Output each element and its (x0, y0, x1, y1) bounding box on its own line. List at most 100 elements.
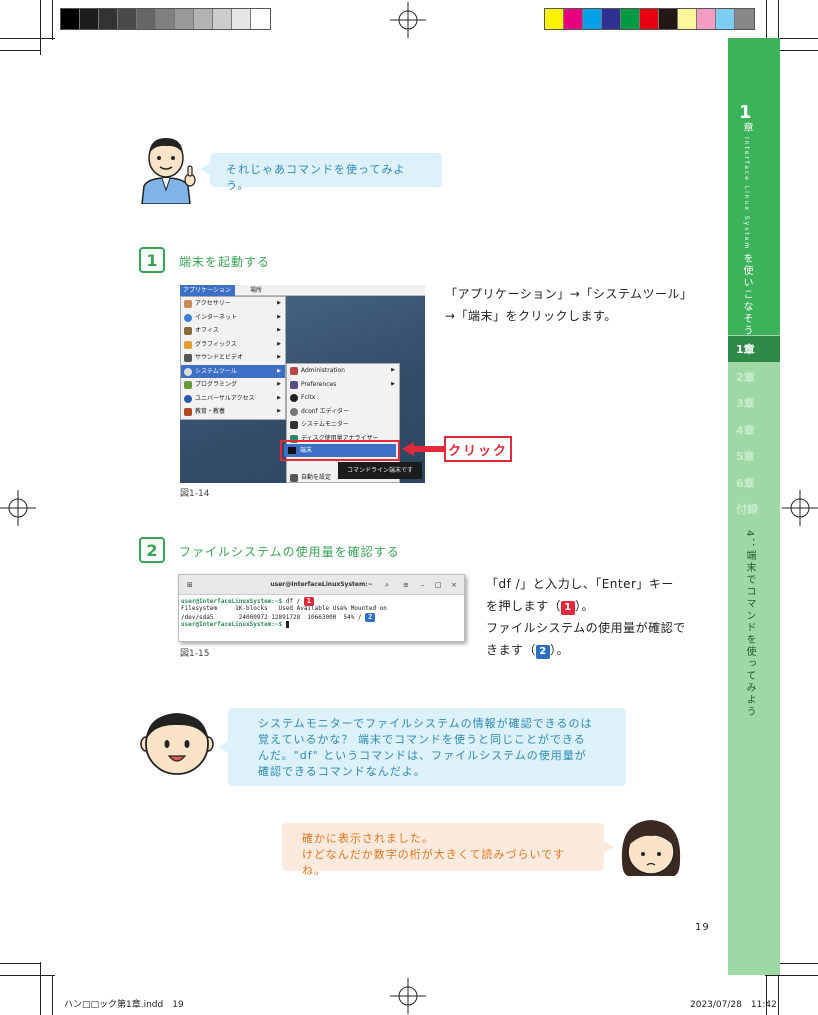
speech-bubble-top: それじゃあコマンドを使ってみよう。 (210, 153, 442, 192)
boy-character-thumbs-up-icon (141, 138, 196, 204)
menu-item-sound-video[interactable]: サウンドとビデオ▶ (181, 351, 285, 365)
bubble-tail-icon (602, 840, 614, 854)
step-2-description-2: ファイルシステムの使用量が確認できます（2）。 (486, 621, 686, 659)
terminal-window-screenshot: ⊞ user@InterfaceLinuxSystem:~ ⌕ ≡ – □ × … (178, 574, 465, 642)
submenu-item-system-monitor[interactable]: システムモニター (287, 418, 399, 432)
side-tab-chapter-4[interactable]: 4章 (736, 424, 755, 437)
top-panel: アプリケーション 場所 (180, 285, 425, 296)
speech-bubble-bottom-line1: 確かに表示されました。 (302, 832, 434, 845)
step-1-badge: 1 (139, 247, 165, 273)
graphics-icon (184, 340, 192, 349)
disk-icon (290, 434, 298, 443)
programming-icon (184, 381, 192, 389)
grayscale-color-bar (60, 8, 271, 30)
marker-2-icon: 2 (536, 645, 551, 659)
submenu-item-hidden[interactable]: 自動を設定 (287, 471, 399, 483)
menu-item-education[interactable]: 教育・教養▶ (181, 405, 285, 419)
page-number: 19 (695, 922, 710, 933)
side-chapter-logo-text: Interface Linux System (743, 137, 750, 251)
process-color-bar (544, 8, 755, 30)
click-callout: クリック (444, 436, 512, 462)
menu-item-programming[interactable]: プログラミング▶ (181, 378, 285, 392)
side-tab-chapter-block (728, 38, 780, 335)
marker-1-icon: 1 (561, 601, 576, 615)
side-chapter-title: 章Interface Linux Systemを使いこなそう (741, 122, 752, 338)
minimize-icon[interactable]: – (421, 581, 425, 589)
menu-item-system-tools[interactable]: システムツール▶ (181, 364, 285, 378)
monitor-icon (290, 421, 298, 429)
side-tab-chapter-3[interactable]: 3章 (736, 397, 755, 410)
registration-mark-icon (782, 490, 818, 526)
figure-caption-1-14: 図1-14 (180, 489, 210, 499)
submenu-item-disk-usage[interactable]: ディスク使用量アナライザー (287, 432, 399, 446)
side-chapter-number: 1 (739, 102, 752, 123)
globe-icon (184, 313, 192, 322)
administration-icon (290, 367, 298, 375)
maximize-icon[interactable]: □ (435, 581, 442, 589)
preferences-icon (290, 380, 298, 389)
slug-timestamp: 2023/07/28 11:42 (690, 1000, 777, 1010)
registration-mark-icon (390, 978, 426, 1014)
step-2-badge: 2 (139, 537, 165, 563)
applications-menu: アクセサリー▶ インターネット▶ オフィス▶ グラフィックス▶ サウンドとビデオ… (180, 296, 286, 420)
terminal-menu-item-highlight[interactable]: 端末 (280, 440, 400, 461)
figure-caption-1-15: 図1-15 (180, 649, 210, 659)
speech-bubble-top-text: それじゃあコマンドを使ってみよう。 (226, 163, 406, 192)
side-tab-chapter-5[interactable]: 5章 (736, 450, 755, 463)
bubble-tail-icon (200, 162, 212, 176)
terminal-line-prompt: user@InterfaceLinuxSystem:~$ (181, 621, 289, 629)
step-1-description: 「アプリケーション」→「システムツール」→「端末」をクリックします。 (445, 287, 687, 323)
speech-bubble-middle: システムモニターでファイルシステムの情報が確認できるのは覚えているかな？ 端末で… (228, 708, 626, 786)
speech-bubble-bottom-line2: けどなんだか数字の桁が大きくて読みづらいですね。 (302, 848, 566, 877)
magnifier-icon (290, 407, 298, 416)
step-2-title: ファイルシステムの使用量を確認する (179, 545, 400, 559)
registration-mark-icon (0, 490, 36, 526)
places-menu-button[interactable]: 場所 (250, 287, 263, 294)
menu-item-universal-access[interactable]: ユニバーサルアクセス▶ (181, 392, 285, 406)
menu-item-graphics[interactable]: グラフィックス▶ (181, 338, 285, 352)
step-1-title: 端末を起動する (179, 255, 271, 269)
girl-character-face-icon (621, 820, 681, 876)
step-2-description-1: 「df /」と入力し、「Enter」キーを押します（1）。 (486, 577, 674, 615)
submenu-item-dconf-editor[interactable]: dconf エディター (287, 405, 399, 419)
side-tab-chapter-2[interactable]: 2章 (736, 371, 755, 384)
sound-video-icon (184, 354, 192, 362)
terminal-line-result: /dev/sda5 24000972 12891728 10663000 54%… (181, 613, 376, 622)
application-menu-screenshot: アプリケーション 場所 アクセサリー▶ インターネット▶ オフィス▶ グラフィッ… (180, 285, 425, 483)
education-icon (184, 408, 192, 416)
submenu-item-administration[interactable]: Administration▶ (287, 364, 399, 378)
menu-item-internet[interactable]: インターネット▶ (181, 311, 285, 325)
submenu-item-preferences[interactable]: Preferences▶ (287, 378, 399, 392)
accessories-icon (184, 300, 192, 308)
menu-item-accessories[interactable]: アクセサリー▶ (181, 297, 285, 311)
search-icon[interactable]: ⌕ (385, 581, 389, 589)
side-tab-chapter-6[interactable]: 6章 (736, 477, 755, 490)
settings-icon (290, 474, 298, 482)
hamburger-menu-icon[interactable]: ≡ (403, 581, 409, 589)
terminal-line-header: Filesystem 1K-blocks Used Available Use%… (181, 605, 387, 612)
marker-1-icon: 1 (303, 597, 314, 606)
terminal-titlebar: ⊞ user@InterfaceLinuxSystem:~ ⌕ ≡ – □ × (179, 575, 464, 595)
applications-menu-button[interactable]: アプリケーション (180, 285, 235, 296)
menu-item-office[interactable]: オフィス▶ (181, 324, 285, 338)
terminal-icon (288, 447, 296, 454)
close-icon[interactable]: × (451, 581, 457, 589)
boy-character-face-icon (140, 713, 214, 775)
penguin-icon (290, 394, 298, 402)
side-section-title: 4：端末でコマンドを使ってみよう (744, 530, 755, 719)
submenu-item-fcitx[interactable]: Fcitx (287, 391, 399, 405)
new-tab-icon[interactable]: ⊞ (187, 581, 193, 589)
terminal-menu-item[interactable]: 端末 (300, 447, 313, 454)
side-tab-current-chapter[interactable]: 1章 (728, 336, 780, 362)
slug-file-info: ハン□□ック第1章.indd 19 (64, 1000, 184, 1010)
bubble-tail-icon (218, 740, 230, 754)
speech-bubble-middle-text: システムモニターでファイルシステムの情報が確認できるのは覚えているかな？ 端末で… (258, 717, 593, 778)
terminal-line-command: user@InterfaceLinuxSystem:~$ df / 1 (181, 597, 314, 606)
marker-2-icon: 2 (365, 613, 376, 622)
gear-icon (184, 367, 192, 376)
terminal-title: user@InterfaceLinuxSystem:~ (270, 581, 373, 588)
side-tab-appendix[interactable]: 付録 (736, 503, 758, 516)
terminal-tooltip: コマンドライン端末です (338, 462, 422, 479)
accessibility-icon (184, 394, 192, 403)
speech-bubble-bottom: 確かに表示されました。 けどなんだか数字の桁が大きくて読みづらいですね。 (282, 823, 604, 877)
